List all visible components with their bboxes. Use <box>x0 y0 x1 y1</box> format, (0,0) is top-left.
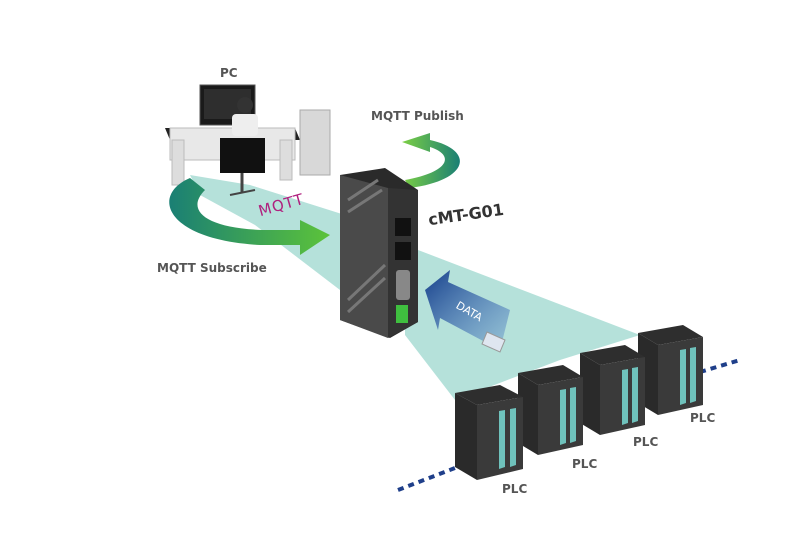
network-line-right <box>699 358 741 374</box>
mqtt-subscribe-arrow <box>169 178 330 255</box>
mqtt-publish-arrow <box>402 133 460 188</box>
plc-label-3: PLC <box>633 435 659 449</box>
plc-unit <box>518 365 583 455</box>
data-arrow <box>425 270 510 350</box>
plc-label-2: PLC <box>572 457 598 471</box>
pc-workstation <box>165 84 331 196</box>
plc-unit <box>455 385 523 480</box>
network-line-left <box>397 466 456 492</box>
plc-label-4: PLC <box>690 411 716 425</box>
pc-label: PC <box>220 66 238 80</box>
plc-unit <box>638 325 703 415</box>
cmt-g01-gateway <box>340 168 418 338</box>
mqtt-subscribe-label: MQTT Subscribe <box>157 261 267 275</box>
plc-label-1: PLC <box>502 482 528 496</box>
mqtt-publish-label: MQTT Publish <box>371 109 464 123</box>
plc-devices <box>455 325 703 480</box>
folder-icon <box>481 331 506 353</box>
plc-unit <box>580 345 645 435</box>
data-beam <box>405 245 640 400</box>
